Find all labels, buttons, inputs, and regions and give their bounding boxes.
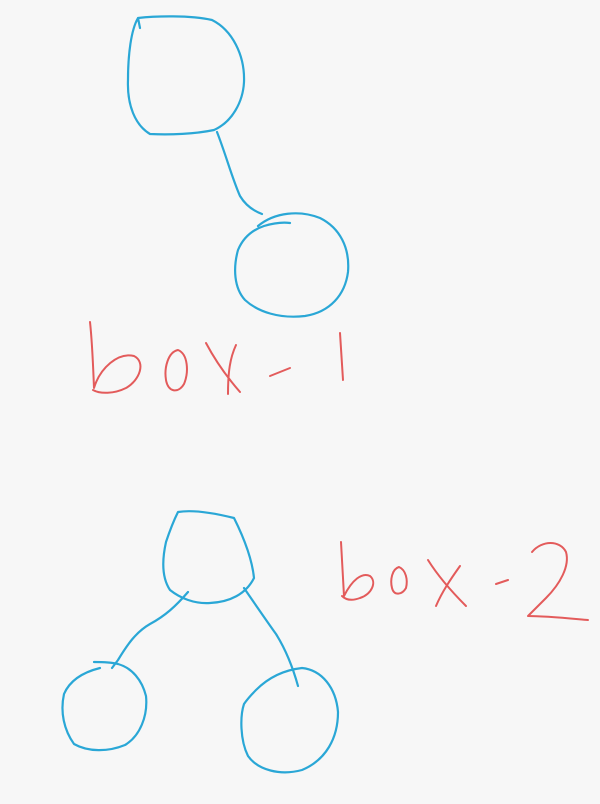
label-box-1-letter-o (164, 349, 188, 392)
label-box-1 (89, 321, 344, 395)
label-box-1-letter-b (89, 321, 142, 394)
label-box-2-digit-2 (527, 542, 589, 621)
label-box-2-letter-x (427, 559, 467, 607)
box-2-right-child-node (240, 666, 340, 774)
box-2-root-node (162, 510, 256, 605)
label-box-1-letter-x (205, 342, 241, 395)
label-box-1-dash (269, 367, 291, 377)
diagram-box-1 (126, 15, 350, 318)
label-box-2-letter-b (340, 541, 375, 601)
label-box-2-dash (495, 579, 509, 585)
label-box-1-digit-1 (339, 332, 344, 381)
box-1-top-node (126, 15, 246, 136)
label-box-2-letter-o (390, 566, 408, 595)
label-box-2 (340, 541, 589, 621)
box-1-connector (215, 130, 264, 216)
box-2-left-connector (110, 590, 190, 670)
box-1-bottom-node (234, 212, 350, 318)
box-2-left-child-node (61, 660, 148, 752)
diagram-box-2 (61, 510, 340, 774)
